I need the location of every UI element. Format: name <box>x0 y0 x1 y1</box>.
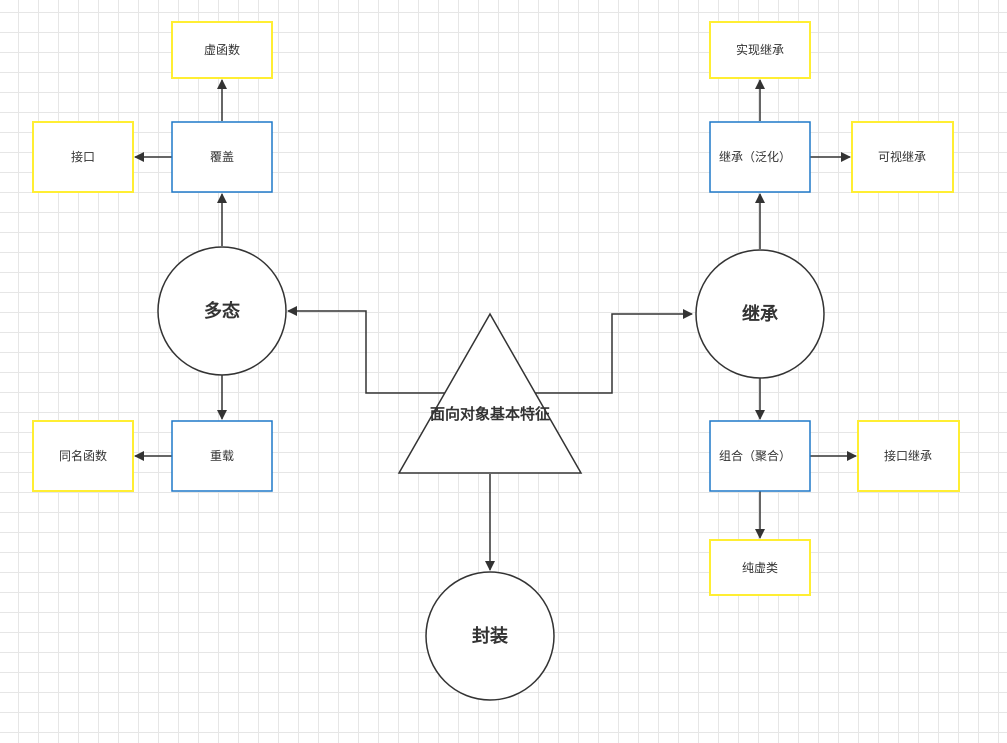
generalization-label: 继承（泛化） <box>719 150 791 164</box>
composition-label: 组合（聚合） <box>719 448 791 463</box>
composition-box <box>709 420 811 492</box>
same-name-function-box <box>32 420 134 492</box>
visual-inheritance-box <box>851 121 954 193</box>
generalization-node[interactable]: 继承（泛化） <box>709 121 811 193</box>
overload-label: 重载 <box>210 449 234 463</box>
generalization-box <box>709 121 811 193</box>
visual-inheritance-label: 可视继承 <box>878 149 926 164</box>
implementation-inheritance-box <box>709 21 811 79</box>
encapsulation-circle <box>425 571 555 701</box>
center-label: 面向对象基本特征 <box>430 405 550 423</box>
polymorphism-circle <box>157 246 287 376</box>
pure-virtual-class-node[interactable]: 纯虚类 <box>709 539 811 596</box>
encapsulation-label: 封装 <box>472 625 508 647</box>
inheritance-circle <box>695 249 825 379</box>
connectors <box>134 79 857 571</box>
overload-node[interactable]: 重载 <box>171 420 273 492</box>
pure-virtual-class-label: 纯虚类 <box>742 561 778 575</box>
override-node[interactable]: 覆盖 <box>171 121 273 193</box>
same-name-function-node[interactable]: 同名函数 <box>32 420 134 492</box>
polymorphism-label: 多态 <box>204 300 240 322</box>
virtual-function-label: 虚函数 <box>204 42 240 57</box>
encapsulation-node[interactable]: 封装 <box>425 571 555 701</box>
overload-box <box>171 420 273 492</box>
edge-center-to-inheritance <box>535 309 693 394</box>
implementation-inheritance-node[interactable]: 实现继承 <box>709 21 811 79</box>
inheritance-label: 继承 <box>742 303 779 325</box>
inheritance-node[interactable]: 继承 <box>695 249 825 379</box>
edge-center-to-polymorphism <box>287 306 446 394</box>
interface-node[interactable]: 接口 <box>32 121 134 193</box>
virtual-function-box <box>171 21 273 79</box>
override-label: 覆盖 <box>210 150 234 164</box>
override-box <box>171 121 273 193</box>
visual-inheritance-node[interactable]: 可视继承 <box>851 121 954 193</box>
composition-node[interactable]: 组合（聚合） <box>709 420 811 492</box>
same-name-function-label: 同名函数 <box>59 448 107 463</box>
polymorphism-node[interactable]: 多态 <box>157 246 287 376</box>
virtual-function-node[interactable]: 虚函数 <box>171 21 273 79</box>
interface-inheritance-box <box>857 420 960 492</box>
interface-inheritance-label: 接口继承 <box>884 448 932 463</box>
interface-box <box>32 121 134 193</box>
implementation-inheritance-label: 实现继承 <box>736 42 784 57</box>
center-triangle <box>397 312 583 474</box>
interface-label: 接口 <box>71 149 95 164</box>
interface-inheritance-node[interactable]: 接口继承 <box>857 420 960 492</box>
center-node[interactable]: 面向对象基本特征 <box>397 312 583 474</box>
pure-virtual-class-box <box>709 539 811 596</box>
